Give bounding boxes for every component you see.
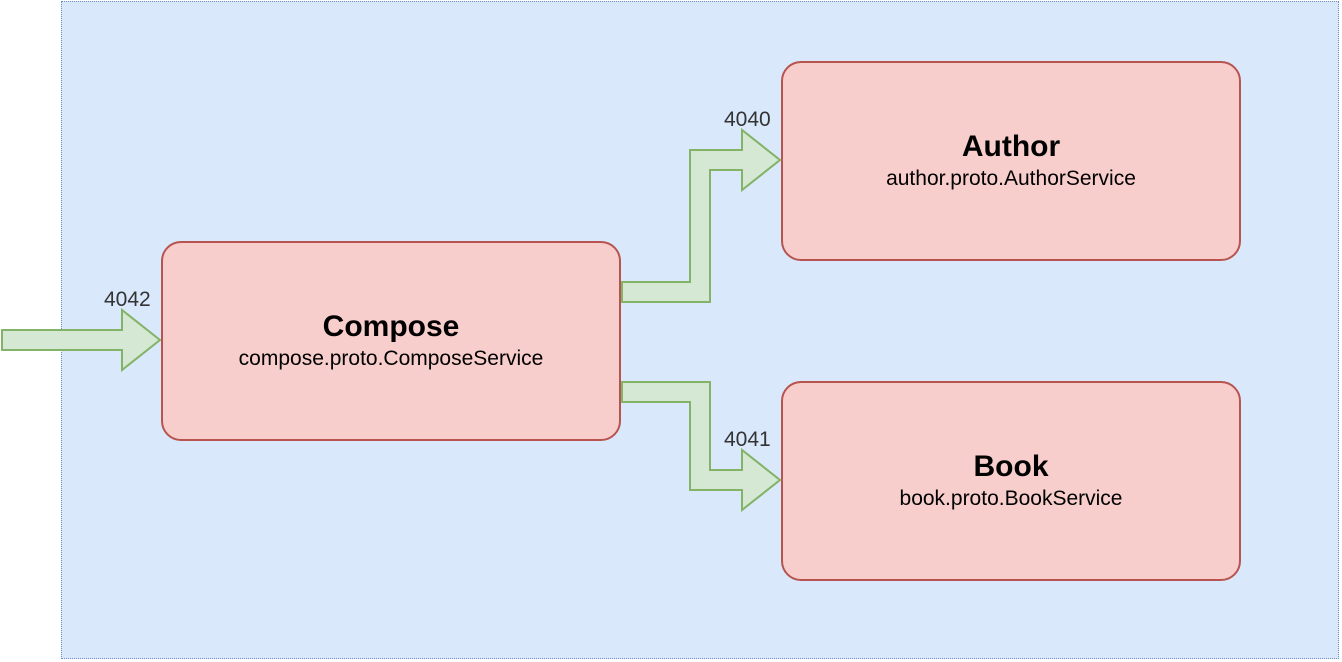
author-service-box[interactable]: Author author.proto.AuthorService <box>781 61 1241 261</box>
book-port-label: 4041 <box>724 428 771 451</box>
compose-service-name: Compose <box>322 310 460 343</box>
compose-service-proto: compose.proto.ComposeService <box>238 347 544 370</box>
compose-to-author-arrow <box>621 127 782 303</box>
author-port-label: 4040 <box>724 108 771 131</box>
author-service-proto: author.proto.AuthorService <box>886 167 1136 190</box>
book-service-proto: book.proto.BookService <box>899 487 1123 510</box>
author-service-name: Author <box>961 130 1061 163</box>
compose-to-book-arrow <box>621 381 782 513</box>
compose-port-label: 4042 <box>104 288 151 311</box>
book-service-box[interactable]: Book book.proto.BookService <box>781 381 1241 581</box>
book-service-name: Book <box>973 450 1049 483</box>
compose-service-box[interactable]: Compose compose.proto.ComposeService <box>161 241 621 441</box>
entry-arrow <box>1 307 162 373</box>
